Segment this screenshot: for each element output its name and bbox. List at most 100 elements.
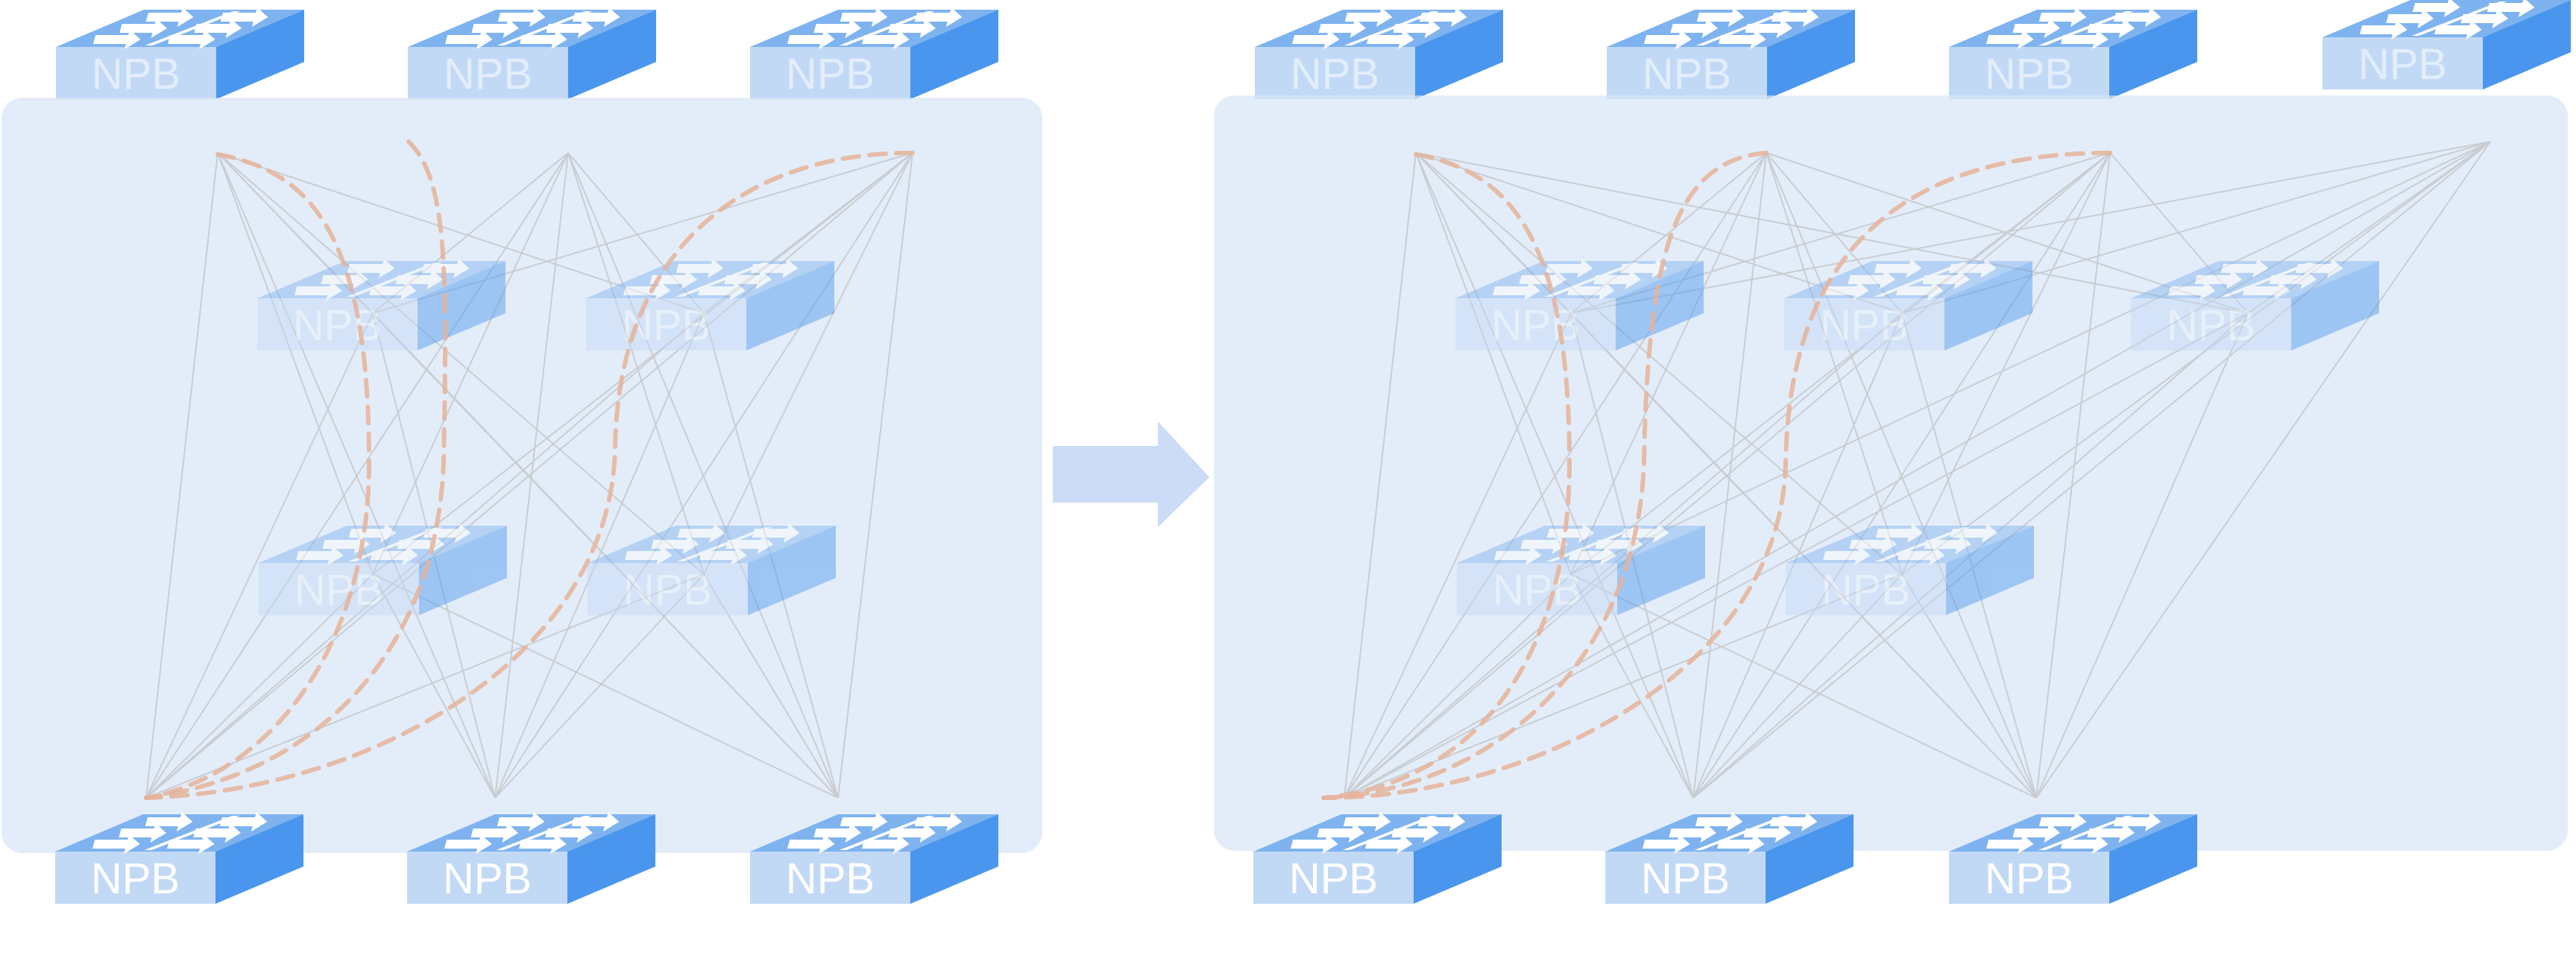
right-mid-upper-2: NPB — [1784, 259, 2032, 350]
device-side-face — [1415, 10, 1503, 99]
switch-divider — [2220, 262, 2316, 297]
device-label: NPB — [1643, 50, 1731, 98]
right-spine-1: NPB — [1255, 7, 1503, 99]
device-front-face — [1253, 852, 1414, 904]
link-line — [372, 312, 496, 799]
link-line — [372, 573, 839, 799]
link-line — [1344, 152, 1417, 799]
device-side-face — [2109, 814, 2197, 904]
switch-divider — [1694, 816, 1790, 850]
link-line — [1901, 152, 2111, 575]
switch-divider — [144, 816, 240, 850]
link-line — [145, 312, 374, 799]
link-line — [1344, 573, 1572, 799]
switch-divider — [1873, 262, 1969, 297]
device-label: NPB — [623, 566, 712, 614]
switch-divider — [1874, 527, 1971, 562]
device-side-face — [1766, 814, 1854, 904]
switch-divider — [497, 11, 593, 45]
link-line — [1692, 312, 1903, 799]
link-line — [1692, 152, 1767, 799]
link-line — [1344, 312, 1903, 799]
link-line — [1344, 312, 1572, 799]
right-spine-4: NPB — [2323, 0, 2571, 89]
switch-divider — [346, 262, 442, 297]
link-line — [494, 312, 705, 799]
device-side-face — [1414, 814, 1502, 904]
link-line — [1570, 152, 1767, 575]
link-line — [1344, 152, 1767, 799]
device-side-face — [418, 261, 506, 350]
link-line — [145, 573, 705, 799]
device-label: NPB — [786, 855, 875, 903]
link-line — [1570, 141, 2491, 314]
device-label: NPB — [2167, 301, 2255, 350]
right-mid-upper-1: NPB — [1455, 259, 1704, 350]
left-spine-1: NPB — [56, 7, 304, 99]
link-line — [1570, 573, 2037, 799]
left-spine-3: NPB — [750, 7, 998, 99]
link-line — [2035, 312, 2249, 799]
switch-divider — [2038, 816, 2134, 850]
switch-divider — [1544, 262, 1640, 297]
link-line — [1344, 312, 2249, 799]
link-line — [494, 152, 913, 799]
device-label: NPB — [1985, 50, 2073, 98]
left-leaf-2: NPB — [407, 812, 655, 904]
link-line — [145, 312, 705, 799]
right-spine-3: NPB — [1949, 7, 2197, 99]
device-front-face — [1457, 563, 1617, 615]
link-line — [372, 152, 913, 314]
right-traffic-path-3 — [1321, 151, 2112, 800]
link-line — [1692, 152, 2111, 799]
link-line — [1344, 141, 2491, 799]
link-line — [1692, 573, 1903, 799]
link-line — [1901, 573, 2037, 799]
left-leaf-3: NPB — [750, 812, 998, 904]
right-leaf-1: NPB — [1253, 812, 1502, 904]
links-layer — [145, 141, 2491, 799]
left-fabric-panel — [1, 98, 1042, 853]
device-side-face — [216, 10, 304, 99]
link-line — [1344, 573, 1903, 799]
device-label: NPB — [295, 566, 383, 614]
device-side-face — [910, 10, 998, 99]
switch-divider — [676, 527, 772, 562]
device-front-face — [1949, 47, 2109, 99]
device-front-face — [257, 298, 418, 350]
link-line — [494, 573, 705, 799]
device-label: NPB — [1493, 566, 1581, 614]
background-devices-layer: NPB NPB NPB NPB NPB NPB NPB — [56, 0, 2571, 99]
switch-divider — [347, 527, 444, 562]
device-label: NPB — [1820, 301, 1909, 350]
device-label: NPB — [1289, 855, 1378, 903]
device-front-face — [2131, 298, 2291, 350]
left-spine-2: NPB — [408, 7, 656, 99]
device-front-face — [2323, 37, 2483, 89]
right-leaf-2: NPB — [1605, 812, 1854, 904]
link-line — [1692, 312, 2249, 799]
device-side-face — [1944, 261, 2032, 350]
link-line — [1570, 573, 1694, 799]
link-line — [217, 152, 374, 575]
link-line — [145, 573, 374, 799]
device-front-face — [407, 852, 567, 904]
device-label: NPB — [2358, 40, 2447, 89]
link-line — [1415, 152, 1572, 575]
link-line — [372, 312, 839, 799]
switch-divider — [2038, 11, 2134, 45]
link-line — [2035, 141, 2491, 799]
device-front-face — [1255, 47, 1415, 99]
device-side-face — [2291, 261, 2379, 350]
link-line — [703, 312, 839, 799]
switch-divider — [839, 11, 935, 45]
device-label: NPB — [92, 50, 180, 98]
device-front-face — [1607, 47, 1767, 99]
right-leaf-3: NPB — [1949, 812, 2197, 904]
device-front-face — [750, 47, 910, 99]
link-line — [1766, 152, 1903, 575]
switch-divider — [1344, 11, 1440, 45]
device-front-face — [750, 852, 910, 904]
